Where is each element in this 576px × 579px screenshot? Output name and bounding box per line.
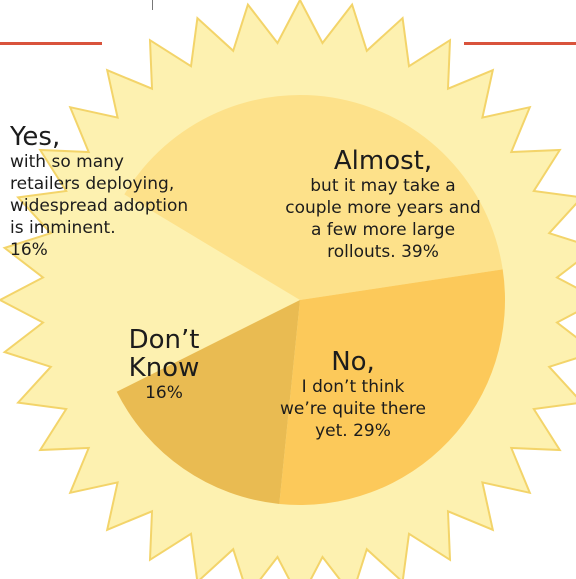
label-almost-line: couple more years and xyxy=(285,198,481,218)
label-no-line: I don’t think xyxy=(301,377,405,397)
label-no-line: we’re quite there xyxy=(279,399,427,419)
pie-slice-yes xyxy=(95,194,300,392)
pie-slice-almost xyxy=(124,94,503,300)
label-yes-line: retailers deploying, xyxy=(10,174,175,194)
label-no: No, I don’t think we’re quite there yet.… xyxy=(255,348,451,442)
right-accent-rule xyxy=(464,42,576,45)
label-yes-head: Yes, xyxy=(10,122,61,152)
header-tick xyxy=(152,0,153,10)
label-almost-head: Almost, xyxy=(333,146,433,176)
label-no-value: yet. 29% xyxy=(315,421,391,441)
label-almost-line: but it may take a xyxy=(310,176,456,196)
label-dontknow-head: Don’t xyxy=(128,325,200,355)
label-yes-line: widespread adoption xyxy=(10,196,189,216)
label-dontknow: Don’t Know 16% xyxy=(104,326,224,404)
label-yes-line: with so many xyxy=(10,152,124,172)
label-yes: Yes, with so many retailers deploying, w… xyxy=(10,123,240,261)
label-yes-line: is imminent. xyxy=(10,218,116,238)
label-almost-line: a few more large xyxy=(310,220,456,240)
label-dontknow-head: Know xyxy=(128,353,200,383)
left-accent-rule xyxy=(0,42,102,45)
pie-slice-don-t-know xyxy=(116,300,300,504)
label-yes-value: 16% xyxy=(10,240,48,260)
label-almost-value: rollouts. 39% xyxy=(327,242,439,262)
label-no-head: No, xyxy=(331,347,375,377)
label-dontknow-value: 16% xyxy=(145,383,183,403)
pie-slice-no xyxy=(279,269,506,506)
pie-slices xyxy=(95,94,506,506)
label-almost: Almost, but it may take a couple more ye… xyxy=(268,147,498,263)
